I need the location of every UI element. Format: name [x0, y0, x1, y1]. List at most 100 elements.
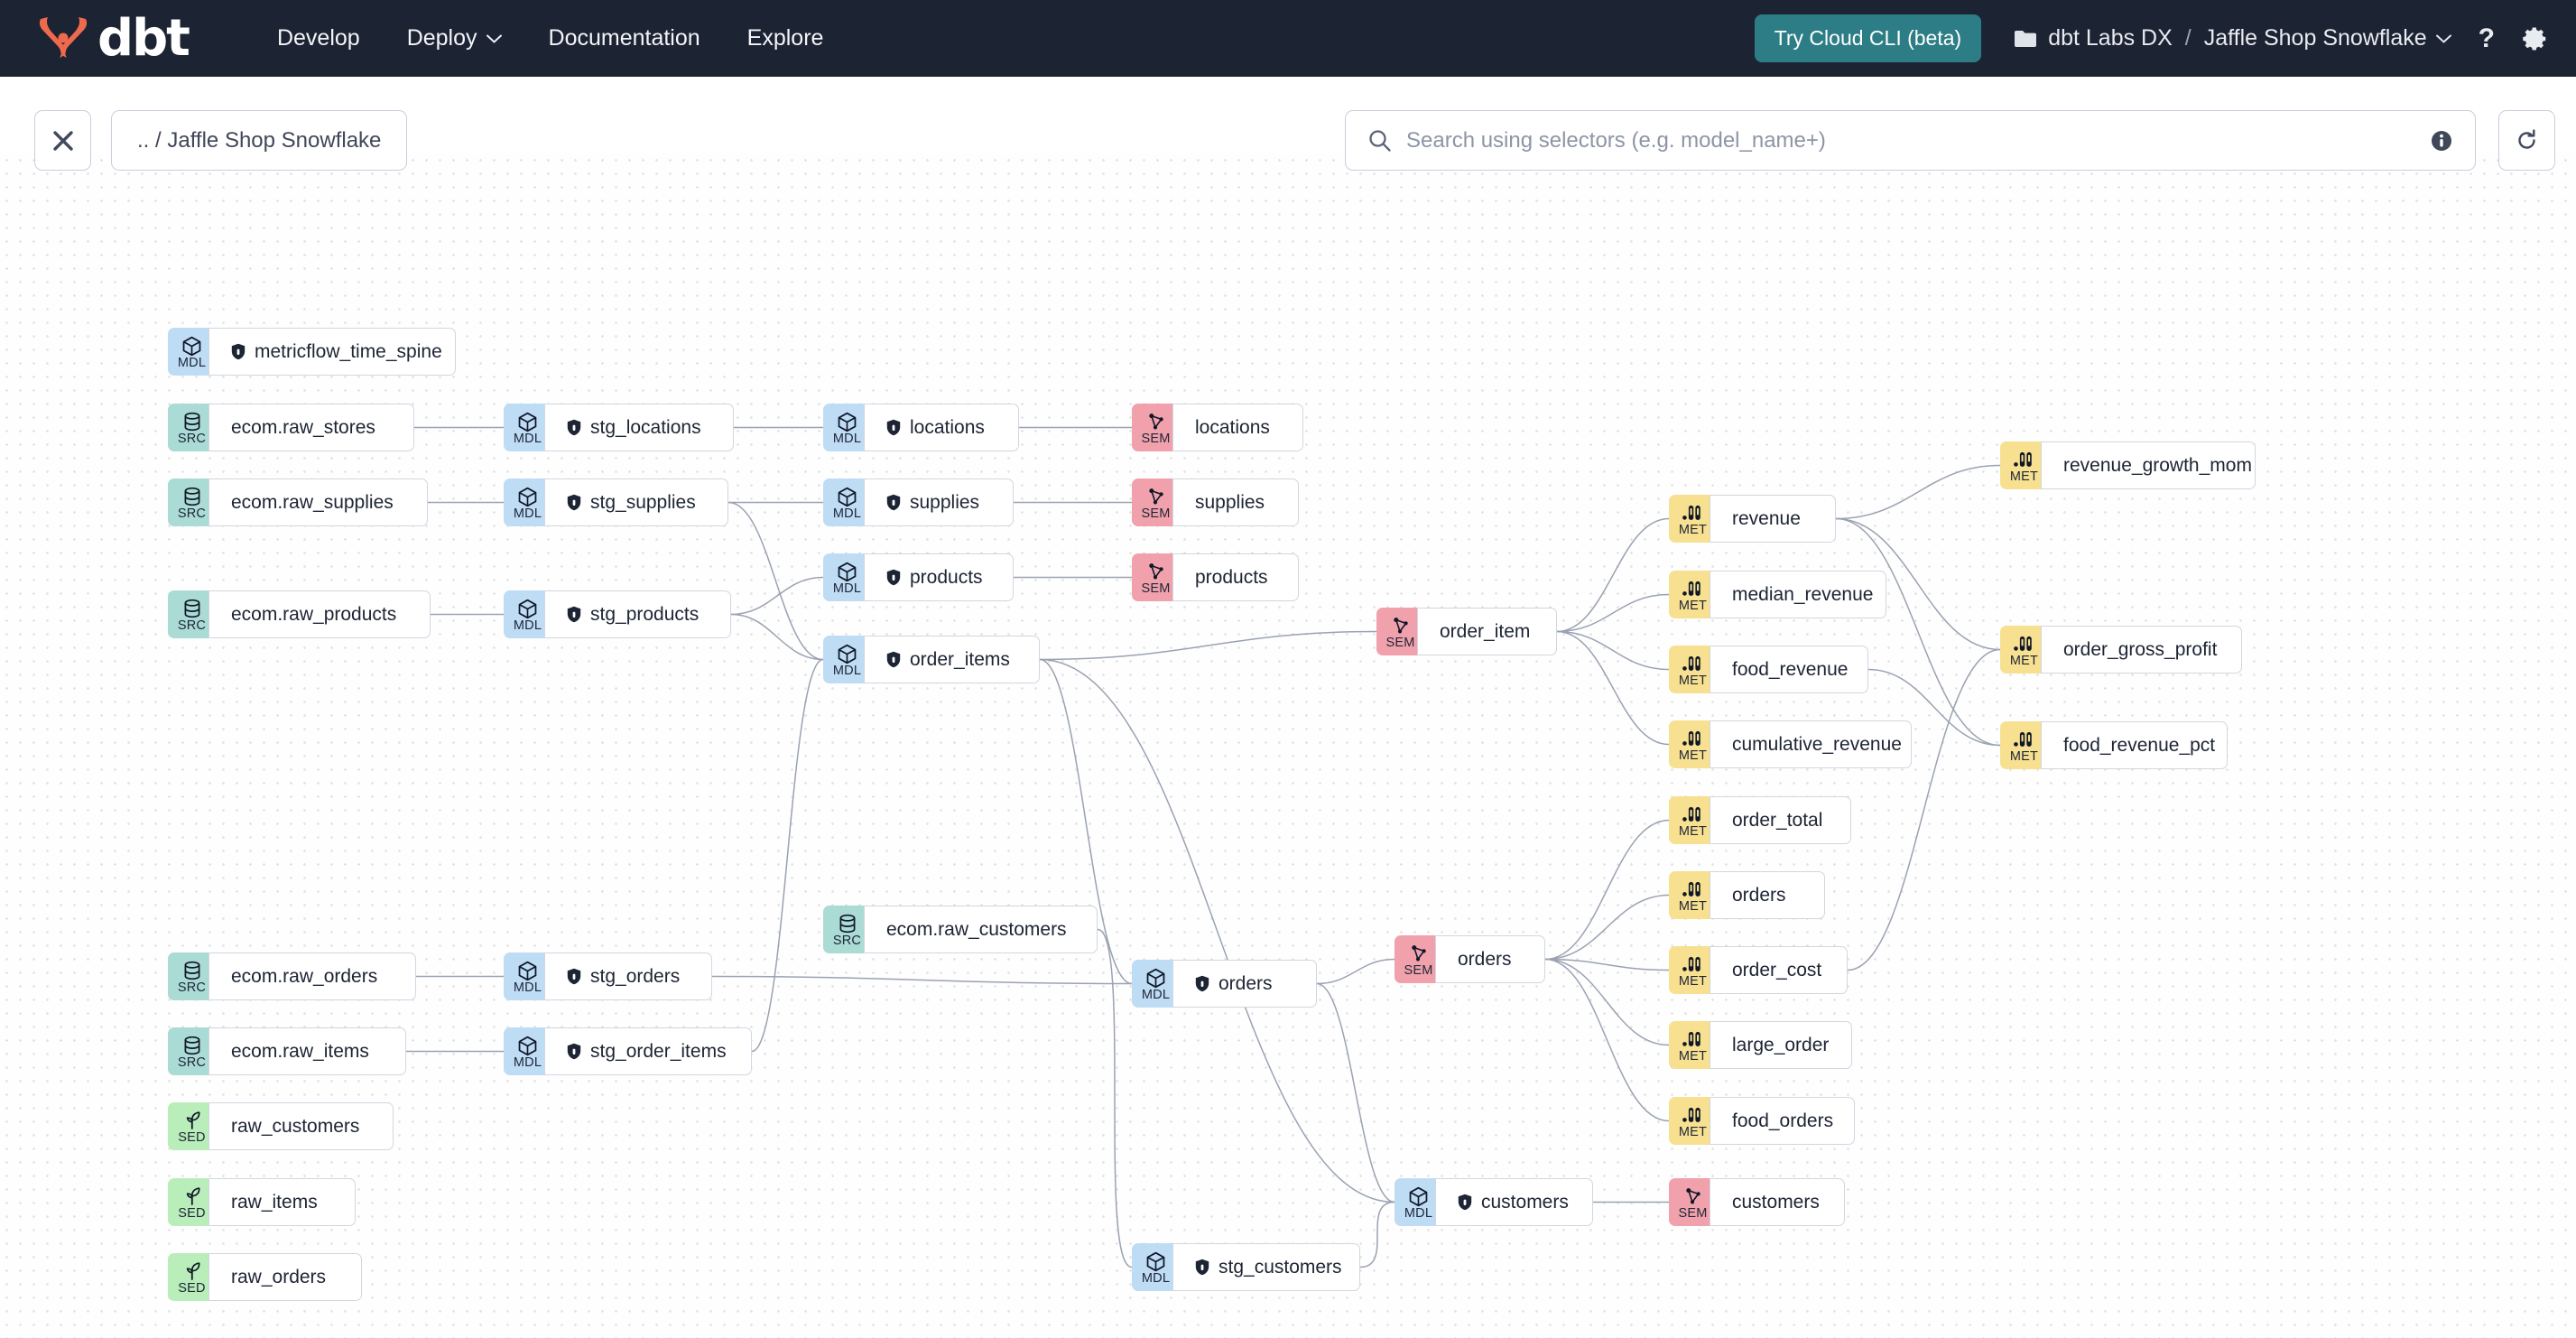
gear-icon-glyph [2523, 27, 2546, 50]
node-body: order_item [1417, 608, 1557, 655]
node-label: customers [1481, 1191, 1569, 1213]
graph-node-customers-mdl[interactable]: MDL customers [1395, 1178, 1593, 1226]
graph-node-order-cost[interactable]: MET order_cost [1669, 946, 1848, 994]
node-body: raw_orders [208, 1253, 362, 1301]
graph-node-stg-order-items[interactable]: MDL stg_order_items [504, 1027, 752, 1075]
lineage-edge [1039, 658, 1395, 1203]
breadcrumb-button[interactable]: .. / Jaffle Shop Snowflake [111, 110, 408, 171]
nav-item-develop[interactable]: Develop [254, 16, 384, 60]
node-body: locations [1172, 404, 1303, 451]
graph-node-large-order[interactable]: MET large_order [1669, 1021, 1852, 1069]
node-type-badge-met: MET [1669, 946, 1717, 994]
info-icon[interactable] [2430, 129, 2453, 153]
help-icon[interactable]: ? [2478, 23, 2495, 53]
mdl-icon [1144, 1251, 1167, 1272]
node-body: order_total [1710, 796, 1851, 844]
graph-node-raw-customers[interactable]: SED raw_customers [168, 1102, 394, 1150]
graph-node-orders-mdl[interactable]: MDL orders [1132, 960, 1317, 1008]
graph-node-revenue-growth-mom[interactable]: MET revenue_growth_mom [2000, 441, 2256, 489]
node-label: order_item [1440, 620, 1531, 642]
node-type-badge-src: SRC [168, 952, 216, 1000]
graph-node-food-revenue-pct[interactable]: MET food_revenue_pct [2000, 721, 2228, 769]
lineage-edge [1867, 668, 2001, 747]
nav-item-deploy[interactable]: Deploy [384, 16, 525, 60]
top-navigation-bar: dbt Develop Deploy Documentation Explore… [0, 0, 2576, 77]
node-type-badge-sem: SEM [1132, 553, 1180, 601]
try-cloud-cli-button[interactable]: Try Cloud CLI (beta) [1754, 14, 1982, 62]
node-type-code: MET [1678, 973, 1708, 989]
cube-icon [518, 961, 537, 980]
node-label: food_revenue [1732, 658, 1849, 680]
node-type-badge-met: MET [1669, 646, 1717, 693]
lineage-edge [1039, 630, 1377, 661]
node-label: food_revenue_pct [2063, 734, 2216, 756]
graph-node-order-total[interactable]: MET order_total [1669, 796, 1851, 844]
node-type-badge-met: MET [1669, 871, 1717, 919]
refresh-button[interactable] [2498, 110, 2555, 171]
graph-node-orders-sem[interactable]: SEM orders [1395, 935, 1545, 983]
graph-node-products[interactable]: MDL products [823, 553, 1014, 601]
graph-node-locations[interactable]: MDL locations [823, 404, 1019, 451]
graph-node-stg-supplies[interactable]: MDL stg_supplies [504, 479, 728, 526]
node-label: ecom.raw_items [231, 1040, 369, 1062]
metric-bars-icon [2014, 636, 2032, 651]
graph-node-stg-orders[interactable]: MDL stg_orders [504, 952, 712, 1000]
graph-node-ecom-raw-stores[interactable]: SRC ecom.raw_stores [168, 404, 414, 451]
graph-node-cumulative-revenue[interactable]: MET cumulative_revenue [1669, 720, 1912, 768]
met-icon [1682, 954, 1704, 975]
gear-icon[interactable] [2522, 25, 2549, 52]
node-body: products [1172, 553, 1299, 601]
graph-node-food-revenue[interactable]: MET food_revenue [1669, 646, 1868, 693]
node-type-code: MDL [1141, 987, 1171, 1002]
graph-node-metricflow-time-spine[interactable]: MDL metricflow_time_spine [168, 328, 456, 376]
metric-bars-icon [1682, 881, 1700, 897]
graph-node-food-orders[interactable]: MET food_orders [1669, 1097, 1855, 1145]
nav-item-explore[interactable]: Explore [724, 16, 848, 60]
account-name[interactable]: dbt Labs DX [2048, 25, 2173, 51]
search-input[interactable] [1406, 127, 2415, 153]
graph-node-customers-sem[interactable]: SEM customers [1669, 1178, 1845, 1226]
graph-node-ecom-raw-supplies[interactable]: SRC ecom.raw_supplies [168, 479, 428, 526]
node-type-badge-sem: SEM [1376, 608, 1424, 655]
node-body: stg_order_items [544, 1027, 752, 1075]
cube-icon [838, 487, 857, 506]
project-selector[interactable]: Jaffle Shop Snowflake [2204, 25, 2451, 51]
semantic-graph-icon [1393, 618, 1408, 634]
lineage-canvas[interactable]: MDL metricflow_time_spine SRC ecom.raw_s… [0, 153, 2576, 1338]
node-label: stg_supplies [590, 491, 696, 513]
dbt-logo[interactable]: dbt [36, 13, 190, 63]
graph-node-median-revenue[interactable]: MET median_revenue [1669, 571, 1886, 618]
graph-node-supplies[interactable]: MDL supplies [823, 479, 1014, 526]
nav-label-deploy: Deploy [406, 25, 477, 51]
lineage-edge [1039, 658, 1133, 985]
graph-node-locations-sem[interactable]: SEM locations [1132, 404, 1303, 451]
graph-node-ecom-raw-products[interactable]: SRC ecom.raw_products [168, 590, 431, 638]
nav-item-documentation[interactable]: Documentation [525, 16, 724, 60]
graph-node-raw-items[interactable]: SED raw_items [168, 1178, 356, 1226]
graph-node-ecom-raw-orders[interactable]: SRC ecom.raw_orders [168, 952, 416, 1000]
graph-node-order-items[interactable]: MDL order_items [823, 636, 1040, 683]
node-body: food_revenue [1710, 646, 1868, 693]
graph-node-supplies-sem[interactable]: SEM supplies [1132, 479, 1299, 526]
graph-node-products-sem[interactable]: SEM products [1132, 553, 1299, 601]
graph-node-revenue[interactable]: MET revenue [1669, 495, 1836, 543]
graph-node-ecom-raw-customers[interactable]: SRC ecom.raw_customers [823, 906, 1098, 953]
graph-node-stg-products[interactable]: MDL stg_products [504, 590, 731, 638]
sem-icon [1408, 943, 1430, 964]
node-type-code: SRC [177, 980, 207, 995]
cube-icon [838, 412, 857, 432]
graph-node-order-gross-profit[interactable]: MET order_gross_profit [2000, 626, 2242, 674]
close-button[interactable] [34, 110, 91, 171]
graph-node-stg-customers[interactable]: MDL stg_customers [1132, 1243, 1360, 1291]
search-bar[interactable] [1345, 110, 2476, 171]
node-label: orders [1458, 948, 1512, 970]
graph-node-orders-met[interactable]: MET orders [1669, 871, 1825, 919]
src-icon [181, 487, 203, 507]
semantic-graph-icon [1148, 488, 1163, 505]
semantic-graph-icon [1685, 1188, 1700, 1204]
graph-node-ecom-raw-items[interactable]: SRC ecom.raw_items [168, 1027, 406, 1075]
graph-node-order-item-sem[interactable]: SEM order_item [1376, 608, 1557, 655]
graph-node-raw-orders[interactable]: SED raw_orders [168, 1253, 362, 1301]
graph-node-stg-locations[interactable]: MDL stg_locations [504, 404, 734, 451]
met-icon [2013, 634, 2035, 655]
